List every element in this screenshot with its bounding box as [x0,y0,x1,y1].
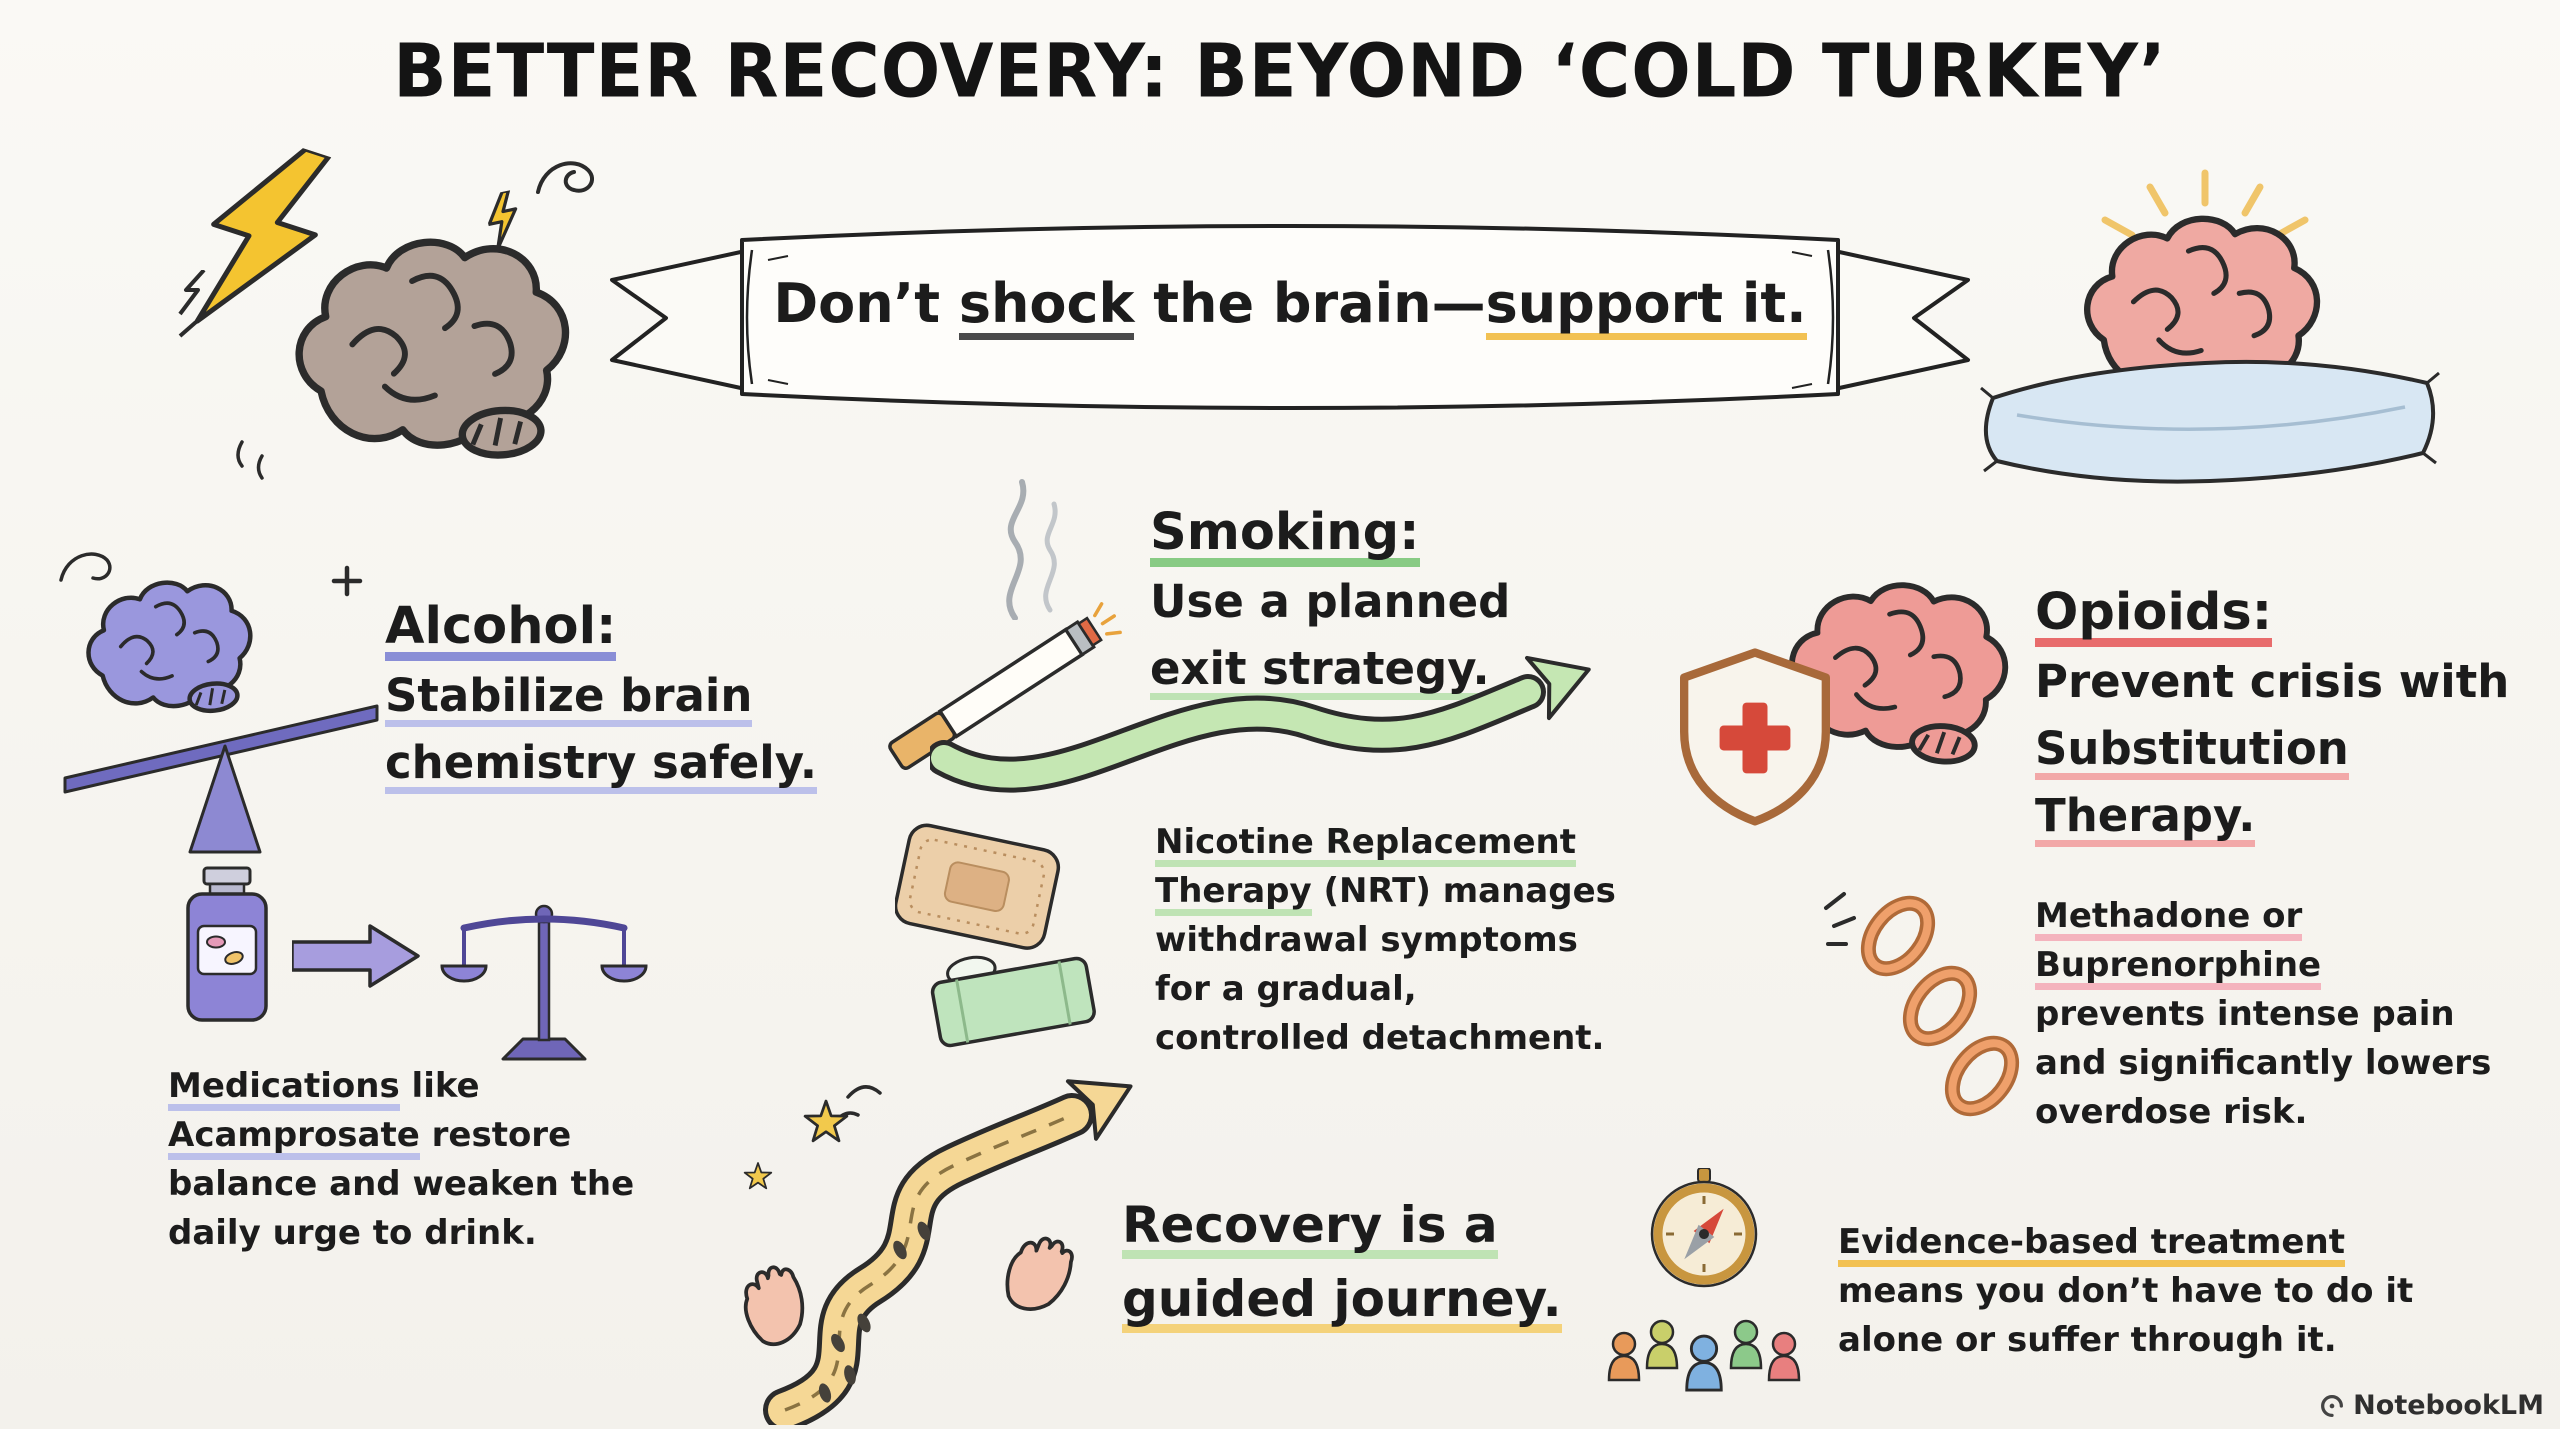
opioids-subheading-line: Therapy. [2035,782,2509,849]
guided-group-illustration [1607,1168,1801,1392]
page-title: BETTER RECOVERY: BEYOND ‘COLD TURKEY’ [393,27,2167,115]
cigarette-illustration [870,470,1160,770]
banner-text-part1: Don’t [773,272,959,335]
alcohol-subheading-line: Stabilize brain [385,662,817,729]
watermark-label: NotebookLM [2353,1390,2544,1421]
arrow-right-icon [292,924,420,988]
smoking-section-text: Smoking: Use a planned exit strategy. [1150,498,1510,702]
opioids-section-text: Opioids: Prevent crisis with Substitutio… [2035,578,2509,849]
body-line: Nicotine Replacement [1155,818,1616,867]
smoke-icon [1006,479,1058,620]
opioids-subheading-line: Substitution [2035,715,2509,782]
body-line: alone or suffer through it. [1838,1320,2337,1360]
body-line: withdrawal symptoms [1155,920,1578,960]
scribble-icon [536,161,594,194]
balance-scale-icon [440,904,648,1061]
brain-seesaw-illustration [59,552,379,854]
opioids-heading: Opioids: [2035,578,2509,648]
body-line: for a gradual, [1155,969,1417,1009]
body-line: means you don’t have to do it [1838,1271,2414,1311]
smoking-body: Nicotine Replacement Therapy (NRT) manag… [1155,818,1616,1063]
sun-rays-icon [2101,169,2309,239]
shocked-brain-illustration [170,140,630,510]
shielded-brain-illustration [1680,580,2035,860]
banner-caption: Don’t shock the brain—support it. [620,272,1960,340]
alcohol-subheading-line: chemistry safely. [385,729,818,796]
small-lightning-icon [487,189,518,251]
alcohol-section-text: Alcohol: Stabilize brain chemistry safel… [385,592,818,796]
body-line: Buprenorphine [2035,941,2491,990]
caption-line: Recovery is a [1122,1188,1562,1262]
banner-word-shock: shock [958,272,1135,340]
body-line: daily urge to drink. [168,1213,537,1253]
nrt-illustration [895,818,1125,1073]
winding-path-illustration [735,1079,1133,1425]
drips-icon [236,440,264,480]
journey-caption: Recovery is a guided journey. [1122,1188,1562,1336]
banner-ribbon [610,224,1970,410]
opioids-body: Methadone or Buprenorphine prevents inte… [2035,892,2491,1137]
body-line: Medications like [168,1062,634,1111]
body-line: overdose risk. [2035,1092,2308,1132]
spark-icon [178,270,206,338]
smoking-heading: Smoking: [1150,498,1510,568]
smoking-subheading-line: exit strategy. [1150,635,1510,702]
swoosh-arrow-icon [930,655,1591,793]
compass-icon [1650,1168,1758,1288]
cigarette-icon [888,602,1122,770]
banner-text-part2: the brain— [1134,272,1486,335]
nicotine-patch-icon [895,823,1061,950]
pillow-icon [1980,359,2440,484]
body-line: balance and weaken the [168,1164,635,1204]
gum-packet-icon [930,955,1096,1048]
footprints-icon [818,1221,931,1403]
people-group-icon [1607,1319,1801,1392]
opioids-subheading-line: Prevent crisis with [2035,655,2510,708]
hand-icon [995,1226,1081,1322]
medication-illustration [180,852,660,1072]
medication-bottle-icon [186,866,268,1022]
rested-brain-illustration [1975,165,2445,500]
banner-word-support: support it. [1485,272,1807,340]
body-line: and significantly lowers [2035,1043,2492,1083]
evidence-body: Evidence-based treatment means you don’t… [1838,1218,2413,1365]
chain-links-icon [1824,892,2020,1117]
alcohol-heading: Alcohol: [385,592,817,662]
body-line: Evidence-based treatment [1838,1218,2413,1267]
smoking-subheading-line: Use a planned [1150,575,1511,628]
notebooklm-logo-icon [2321,1394,2344,1417]
body-line: controlled detachment. [1155,1018,1605,1058]
caption-line: guided journey. [1122,1262,1562,1336]
lightning-icon [194,146,332,324]
alcohol-body: Medications like Acamprosate restore bal… [168,1062,634,1258]
notebooklm-watermark: NotebookLM [2318,1390,2544,1421]
body-line: Therapy (NRT) manages [1155,867,1616,916]
hand-icon [735,1260,813,1352]
body-line: prevents intense pain [2035,994,2455,1034]
brain-icon [280,235,600,491]
shield-cross-icon [1680,648,1830,826]
body-line: Methadone or [2035,892,2491,941]
body-line: Acamprosate restore [168,1111,634,1160]
